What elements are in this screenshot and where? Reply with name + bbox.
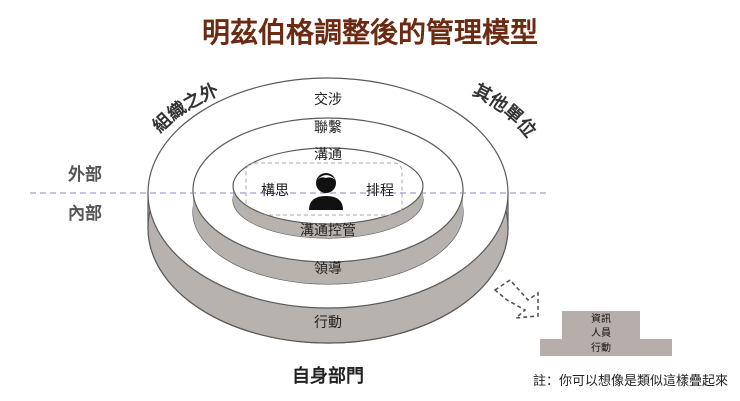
inside-label: 內部 <box>68 203 102 224</box>
ring-label-outer-bottom: 行動 <box>314 315 342 331</box>
outside-label: 外部 <box>68 164 102 185</box>
ring-label-middle-top: 聯繫 <box>314 120 342 136</box>
ring-label-center-left: 構思 <box>261 183 289 199</box>
own-department-label: 自身部門 <box>292 365 364 387</box>
ring-label-inner-top: 溝通 <box>314 147 342 163</box>
stair-label-middle: 人員 <box>591 327 611 339</box>
dashed-arrow-icon <box>493 278 539 320</box>
stair-label-bottom: 行動 <box>591 341 611 354</box>
person-icon <box>309 173 343 210</box>
ring-label-outer-top: 交涉 <box>314 91 342 108</box>
center-dashed-box <box>245 162 403 216</box>
ring-label-inner-bottom: 溝通控管 <box>300 223 356 239</box>
stacked-levels <box>540 311 672 356</box>
diagram-title: 明茲伯格調整後的管理模型 <box>202 16 538 49</box>
stair-label-top: 資訊 <box>591 312 611 325</box>
ring-label-middle-bottom: 領導 <box>314 260 342 277</box>
ring-label-center-right: 排程 <box>366 183 394 199</box>
footnote: 註：你可以想像是類似這樣疊起來 <box>533 373 728 389</box>
